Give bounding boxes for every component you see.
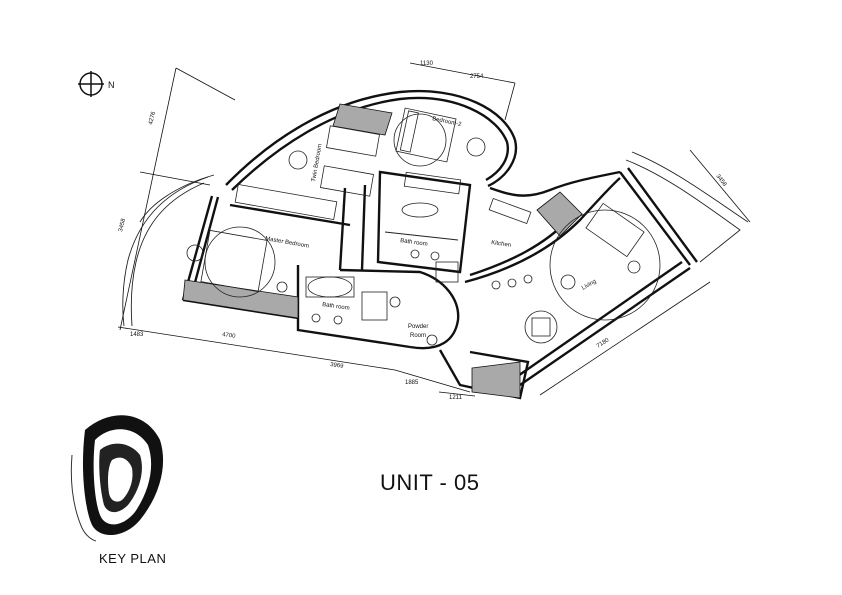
dim-1885: 1885 xyxy=(405,380,419,386)
unit-title: UNIT - 05 xyxy=(380,470,480,495)
north-arrow-icon xyxy=(78,71,104,97)
dim-1211: 1211 xyxy=(449,395,463,401)
room-label-kitchen: Kitchen xyxy=(491,240,512,249)
room-label-living: Living xyxy=(581,279,598,292)
key-plan-label: KEY PLAN xyxy=(99,551,167,566)
room-label-powder-room-line2: Room xyxy=(410,333,426,339)
dim-1130: 1130 xyxy=(420,61,434,67)
room-label-bedroom-2: Bedroom-2 xyxy=(432,116,463,128)
room-label-master-bedroom: Master Bedroom xyxy=(265,236,310,250)
dim-3458-left: 3458 xyxy=(118,217,127,232)
room-label-twin-bedroom: Twin Bedroom xyxy=(311,144,324,183)
north-label: N xyxy=(108,80,115,90)
furniture xyxy=(186,107,661,346)
structural-columns xyxy=(182,103,583,399)
dim-4700: 4700 xyxy=(222,332,237,340)
dim-2754: 2754 xyxy=(470,74,484,80)
dim-3458-right: 3458 xyxy=(714,174,727,189)
key-plan-diagram xyxy=(70,415,164,542)
room-label-powder-room-line1: Powder xyxy=(408,324,428,330)
building-walls xyxy=(122,89,749,400)
dim-7180: 7180 xyxy=(596,337,611,350)
room-label-bath-room-1: Bath room xyxy=(400,238,428,248)
dim-4276: 4276 xyxy=(148,110,157,125)
dimension-lines xyxy=(117,62,751,397)
dim-1483: 1483 xyxy=(130,332,144,338)
room-label-bath-room-2: Bath room xyxy=(322,302,350,312)
dim-3969: 3969 xyxy=(330,362,345,370)
